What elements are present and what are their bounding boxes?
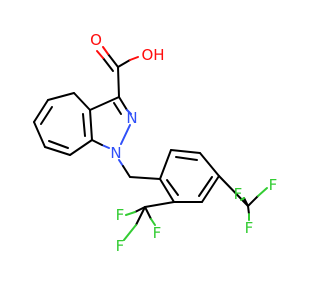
atom-f5: F bbox=[153, 224, 162, 242]
atom-f1: F bbox=[269, 176, 278, 194]
bond-c4-c5-inner bbox=[198, 176, 213, 197]
bond-c4-c5 bbox=[201, 175, 220, 203]
bond-c3-c4 bbox=[199, 152, 220, 177]
bond-c-o-double-a-o bbox=[102, 46, 109, 55]
bond-c3-n2-inner bbox=[113, 102, 122, 115]
bond-c5-c6 bbox=[33, 99, 49, 123]
bond-c7a-c3a-inner bbox=[82, 113, 86, 137]
bond-cf3a-f3-c bbox=[247, 205, 250, 215]
bond-c6-c7 bbox=[33, 121, 46, 148]
bond-c3a-c3 bbox=[89, 96, 120, 111]
bond-n2-n1 bbox=[120, 124, 131, 145]
bond-n1-ch2-n bbox=[118, 159, 124, 167]
bond-c3-n2-n bbox=[126, 109, 132, 115]
bond-n1-c7a-n bbox=[101, 144, 110, 149]
bond-cf3b-f4 bbox=[125, 211, 136, 216]
bond-n1-ch2 bbox=[122, 165, 131, 178]
bond-cf3b-f5-c bbox=[144, 206, 152, 220]
bond-c4-c5 bbox=[47, 92, 75, 101]
bond-c7-c8 bbox=[44, 146, 71, 156]
bond-n1-c7a bbox=[91, 139, 103, 146]
bond-ch2-c1 bbox=[129, 176, 161, 180]
bond-cf3b-f6-c bbox=[135, 206, 146, 226]
atom-f3: F bbox=[245, 219, 254, 237]
bond-c2-c3 bbox=[170, 149, 201, 154]
bond-c1-c2 bbox=[159, 149, 172, 180]
bond-cf3a-f1-c bbox=[247, 195, 259, 207]
bond-c-oh-o bbox=[129, 56, 139, 61]
bond-c7a-c3a bbox=[89, 109, 93, 141]
atom-n1: N bbox=[110, 144, 121, 162]
bonds bbox=[33, 46, 268, 241]
bond-c6-cf3 bbox=[144, 201, 175, 208]
bond-c7-c8-inner bbox=[48, 140, 69, 149]
bond-cf3a-f2 bbox=[240, 197, 245, 201]
bond-c3-ccooh bbox=[117, 66, 120, 98]
atom-f2: F bbox=[234, 185, 243, 203]
bond-c3-n2 bbox=[118, 96, 128, 111]
atom-labels: O OH N N F F F F F F bbox=[90, 31, 277, 255]
bond-cf3a-f2-c bbox=[243, 197, 249, 207]
atom-f4: F bbox=[116, 206, 125, 224]
bond-cf3b-f6 bbox=[123, 224, 137, 241]
atom-f6: F bbox=[116, 237, 125, 255]
bond-c5-c6-inner bbox=[40, 106, 53, 125]
bond-c6-c1 bbox=[159, 178, 175, 203]
bond-c8-c7a bbox=[69, 139, 93, 156]
bond-cf3b-f5 bbox=[150, 218, 156, 226]
label-masks bbox=[89, 32, 279, 254]
atom-n-pyrazole: N bbox=[126, 109, 137, 127]
bond-c3a-c4 bbox=[73, 92, 91, 111]
bond-cf3b-f4-c bbox=[134, 206, 146, 213]
molecule-structure: O OH N N F F F F F F bbox=[33, 31, 279, 255]
bond-c-o-double-b bbox=[102, 57, 114, 72]
bond-c4-cf3 bbox=[218, 175, 249, 207]
atom-o-hydroxyl: OH bbox=[141, 46, 164, 64]
bond-c-oh bbox=[117, 59, 131, 68]
bond-c6-c1-inner bbox=[166, 179, 179, 196]
bond-c-o-double-a bbox=[107, 53, 119, 68]
bond-c2-c3-inner bbox=[175, 156, 198, 161]
atom-o-carbonyl: O bbox=[90, 31, 102, 49]
bond-c-o-double-b-o bbox=[96, 50, 104, 59]
bond-cf3a-f1 bbox=[257, 187, 268, 197]
